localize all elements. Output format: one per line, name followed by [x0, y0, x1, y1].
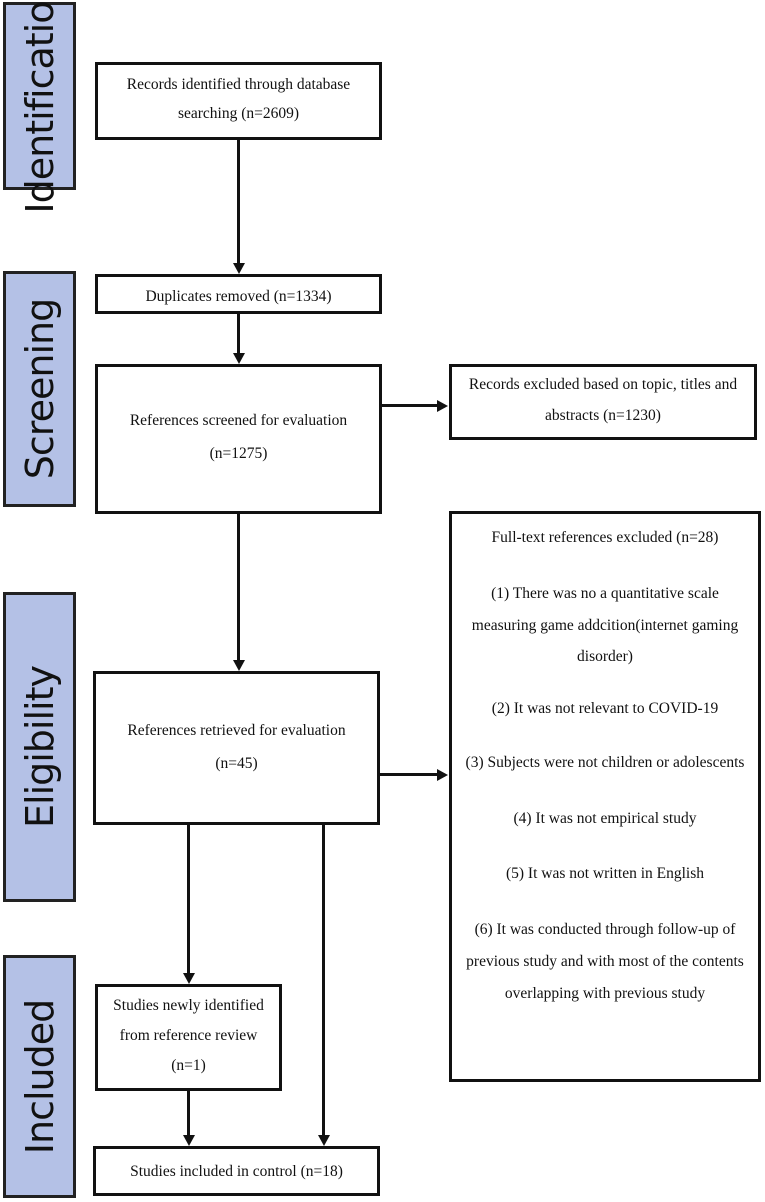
arrowhead-newly-included	[182, 1135, 195, 1146]
arrowhead-screened-excluded	[437, 399, 448, 412]
full-text-exclusions-box: Full-text references excluded (n=28) (1)…	[449, 511, 761, 1082]
arrowhead-screened-retrieved	[232, 660, 245, 671]
references-screened-box: References screened for evaluation (n=12…	[95, 364, 382, 514]
stage-eligibility: Eligibility	[3, 592, 76, 902]
exclusion-item-1: (1) There was no a quantitative scale me…	[471, 584, 739, 666]
stage-included: Included	[3, 955, 76, 1198]
exclusion-item-4: (4) It was not empirical study	[513, 809, 697, 827]
stage-identification: Identification	[3, 0, 76, 214]
exclusion-item-2: (2) It was not relevant to COVID-19	[491, 700, 719, 718]
stage-label-screening: Screening	[17, 298, 62, 480]
records-excluded-topic-box: Records excluded based on topic, titles …	[449, 364, 757, 440]
studies-included-text: Studies included in control (n=18)	[130, 1163, 343, 1180]
records-identified-box: Records identified through database sear…	[95, 62, 382, 140]
connector-retrieved-newly	[187, 825, 190, 974]
references-retrieved-box: References retrieved for evaluation (n=4…	[93, 671, 380, 825]
connector-retrieved-included	[322, 825, 325, 1136]
duplicates-removed-box: Duplicates removed (n=1334)	[95, 274, 382, 314]
stage-label-included: Included	[17, 999, 62, 1154]
references-retrieved-label: References retrieved for evaluation	[127, 722, 346, 739]
stage-screening: Screening	[3, 271, 76, 507]
arrowhead-retrieved-exclusions	[437, 768, 448, 781]
arrowhead-duplicates-screened	[232, 353, 245, 364]
connector-records-duplicates	[237, 140, 240, 264]
connector-retrieved-exclusions	[380, 773, 438, 776]
exclusion-item-5: (5) It was not written in English	[505, 865, 705, 883]
stage-label-eligibility: Eligibility	[17, 666, 62, 828]
connector-newly-included	[187, 1091, 190, 1136]
studies-included-box: Studies included in control (n=18)	[93, 1146, 380, 1196]
exclusions-header: Full-text references excluded (n=28)	[491, 529, 719, 546]
newly-identified-n: (n=1)	[171, 1057, 206, 1075]
references-screened-label: References screened for evaluation	[129, 412, 348, 429]
records-identified-text: Records identified through database sear…	[126, 76, 351, 122]
newly-identified-box: Studies newly identified from reference …	[95, 984, 282, 1091]
newly-identified-label: Studies newly identified from reference …	[113, 997, 264, 1045]
connector-duplicates-screened	[237, 314, 240, 354]
exclusion-item-3: (3) Subjects were not children or adoles…	[465, 753, 745, 771]
stage-label-identification: Identification	[17, 0, 62, 214]
arrowhead-records-duplicates	[232, 263, 245, 274]
arrowhead-retrieved-included	[317, 1135, 330, 1146]
records-excluded-topic-text: Records excluded based on topic, titles …	[468, 376, 738, 424]
connector-screened-retrieved	[237, 514, 240, 661]
references-retrieved-n: (n=45)	[215, 755, 258, 773]
duplicates-removed-text: Duplicates removed (n=1334)	[145, 288, 332, 305]
references-screened-n: (n=1275)	[209, 444, 268, 462]
exclusion-item-6: (6) It was conducted through follow-up o…	[466, 921, 744, 1002]
connector-screened-excluded	[382, 404, 438, 407]
arrowhead-retrieved-newly	[182, 973, 195, 984]
